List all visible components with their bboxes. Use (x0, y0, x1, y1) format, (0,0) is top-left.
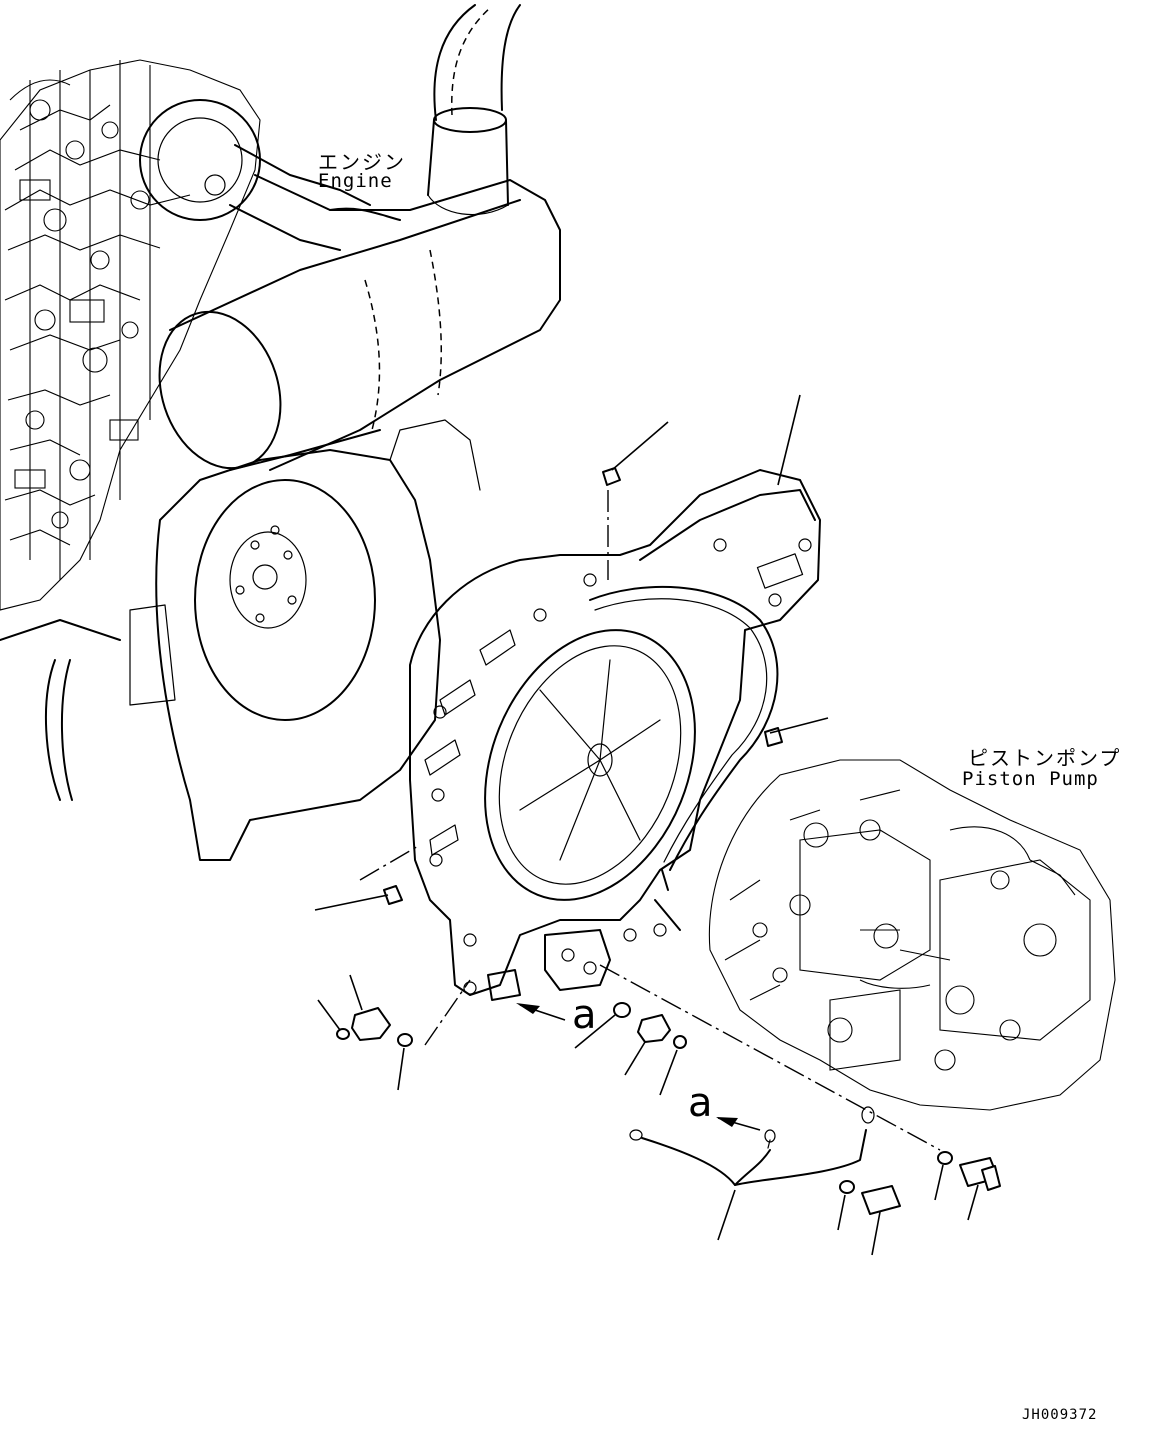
piston-pump-label-en: Piston Pump (962, 768, 1099, 790)
view-marker-upper: a (572, 992, 597, 1038)
piston-pump-assembly (708, 759, 1116, 1111)
engine-assembly (0, 4, 561, 861)
figure-number: JH009372 (1022, 1407, 1098, 1423)
pressure-switch (317, 974, 471, 1091)
bracket-leader (777, 394, 801, 486)
engine-label-en: Engine (318, 170, 393, 192)
plug-right (764, 717, 829, 747)
housing-bolts (429, 538, 812, 995)
turbocharger (139, 99, 371, 251)
fitting-and-seals (574, 1002, 687, 1096)
ground-cable (629, 1106, 875, 1241)
damper-housing-assembly (409, 469, 821, 1001)
plug-left (314, 844, 421, 911)
view-a-arrow-upper (516, 1003, 566, 1021)
mounting-bolts (599, 964, 1001, 1256)
plug-top (602, 421, 669, 580)
piston-pump-label-jp: ピストンポンプ (968, 746, 1122, 770)
engine-block-detail (0, 59, 261, 611)
view-marker-lower: a (688, 1080, 713, 1126)
exhaust-pipe (427, 4, 521, 216)
muffler (158, 174, 561, 471)
view-a-arrow-lower (716, 1117, 761, 1131)
flywheel-housing (0, 419, 481, 861)
engine-label-jp: エンジン (318, 150, 406, 174)
